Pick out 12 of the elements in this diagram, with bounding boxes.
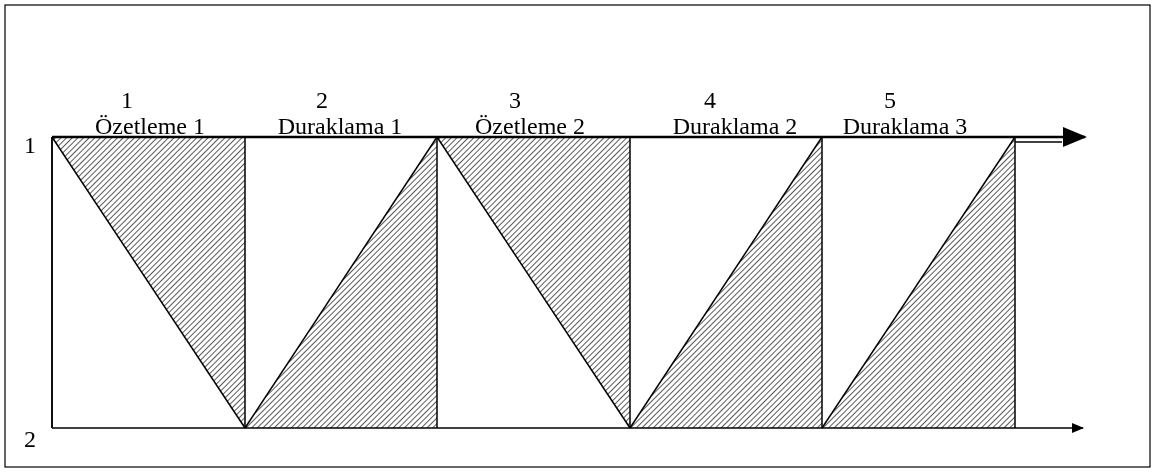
phase-label: Duraklama 1 [277,113,403,139]
column-number: 3 [509,87,521,113]
column-number: 1 [121,87,133,113]
phase-label: Özetleme 1 [95,113,205,139]
axis-label: 1 [24,132,36,158]
column-number: 2 [316,87,328,113]
phase-label: Özetleme 2 [475,113,585,139]
column-number: 5 [884,87,896,113]
phase-label: Duraklama 2 [672,113,798,139]
phase-label: Duraklama 3 [842,113,968,139]
axis-label: 2 [24,426,36,452]
column-number: 4 [704,87,716,113]
